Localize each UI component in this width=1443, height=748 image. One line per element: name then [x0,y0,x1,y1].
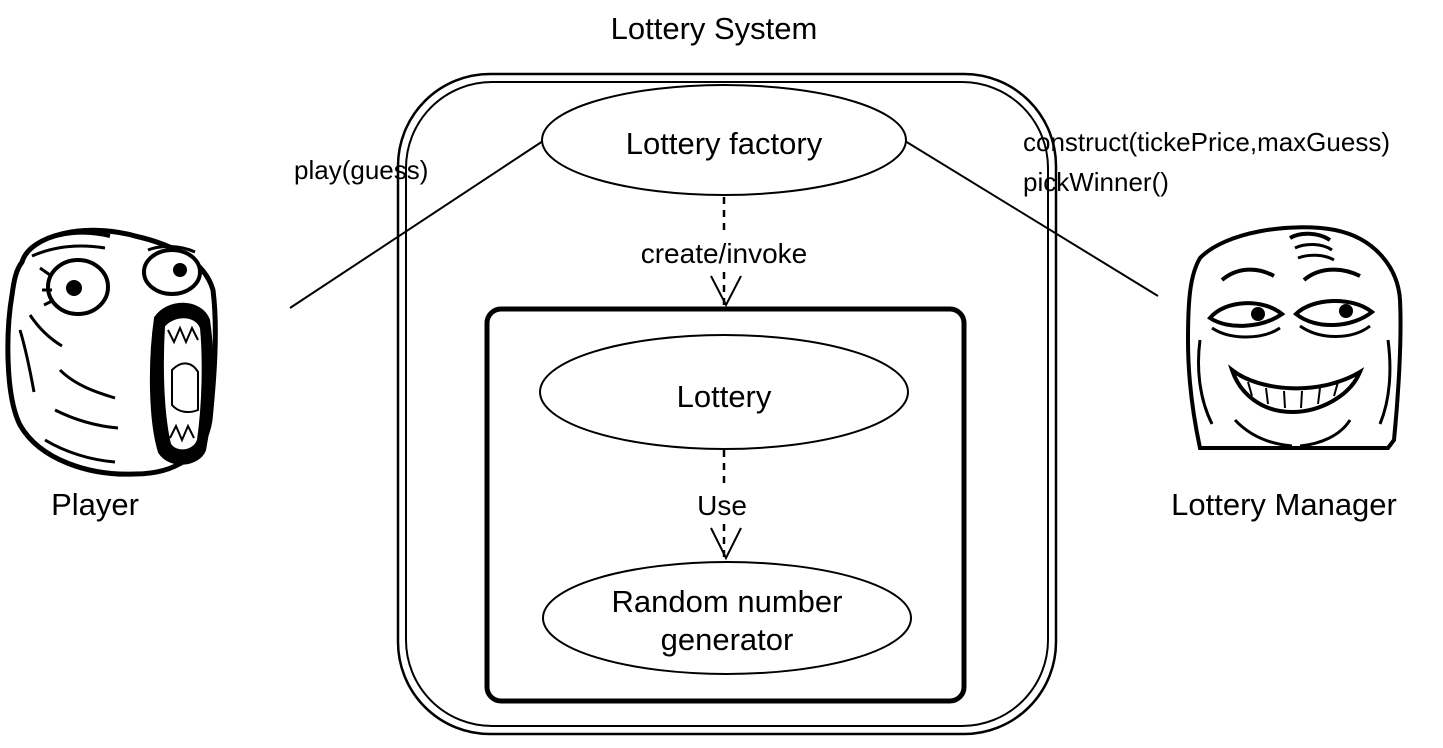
player-actor-name: Player [51,487,139,522]
lottery-factory-label: Lottery factory [626,126,823,161]
manager-message-pickwinner: pickWinner() [1023,167,1169,197]
lottery-label: Lottery [677,379,772,414]
use-case-lottery[interactable]: Lottery [539,334,909,450]
system-title: Lottery System [611,11,818,46]
player-association-line [289,140,544,309]
create-invoke-label: create/invoke [641,238,808,269]
inner-container [484,306,967,704]
use-label: Use [697,490,747,521]
manager-actor-name: Lottery Manager [1171,487,1397,522]
player-message-play: play(guess) [294,155,428,185]
create-invoke-dependency [710,197,742,308]
use-case-random-number-generator[interactable]: Random number generator [542,561,912,675]
smug-rage-face-icon [1185,225,1403,450]
manager-association-line [904,140,1159,297]
laughing-rage-face-icon [5,227,218,477]
system-boundary [396,72,1058,736]
rng-label-line1: Random number [612,584,843,619]
rng-label-line2: generator [661,622,794,657]
manager-message-construct: construct(tickePrice,maxGuess) [1023,127,1390,157]
use-dependency [710,450,742,561]
use-case-lottery-factory[interactable]: Lottery factory [541,84,907,196]
